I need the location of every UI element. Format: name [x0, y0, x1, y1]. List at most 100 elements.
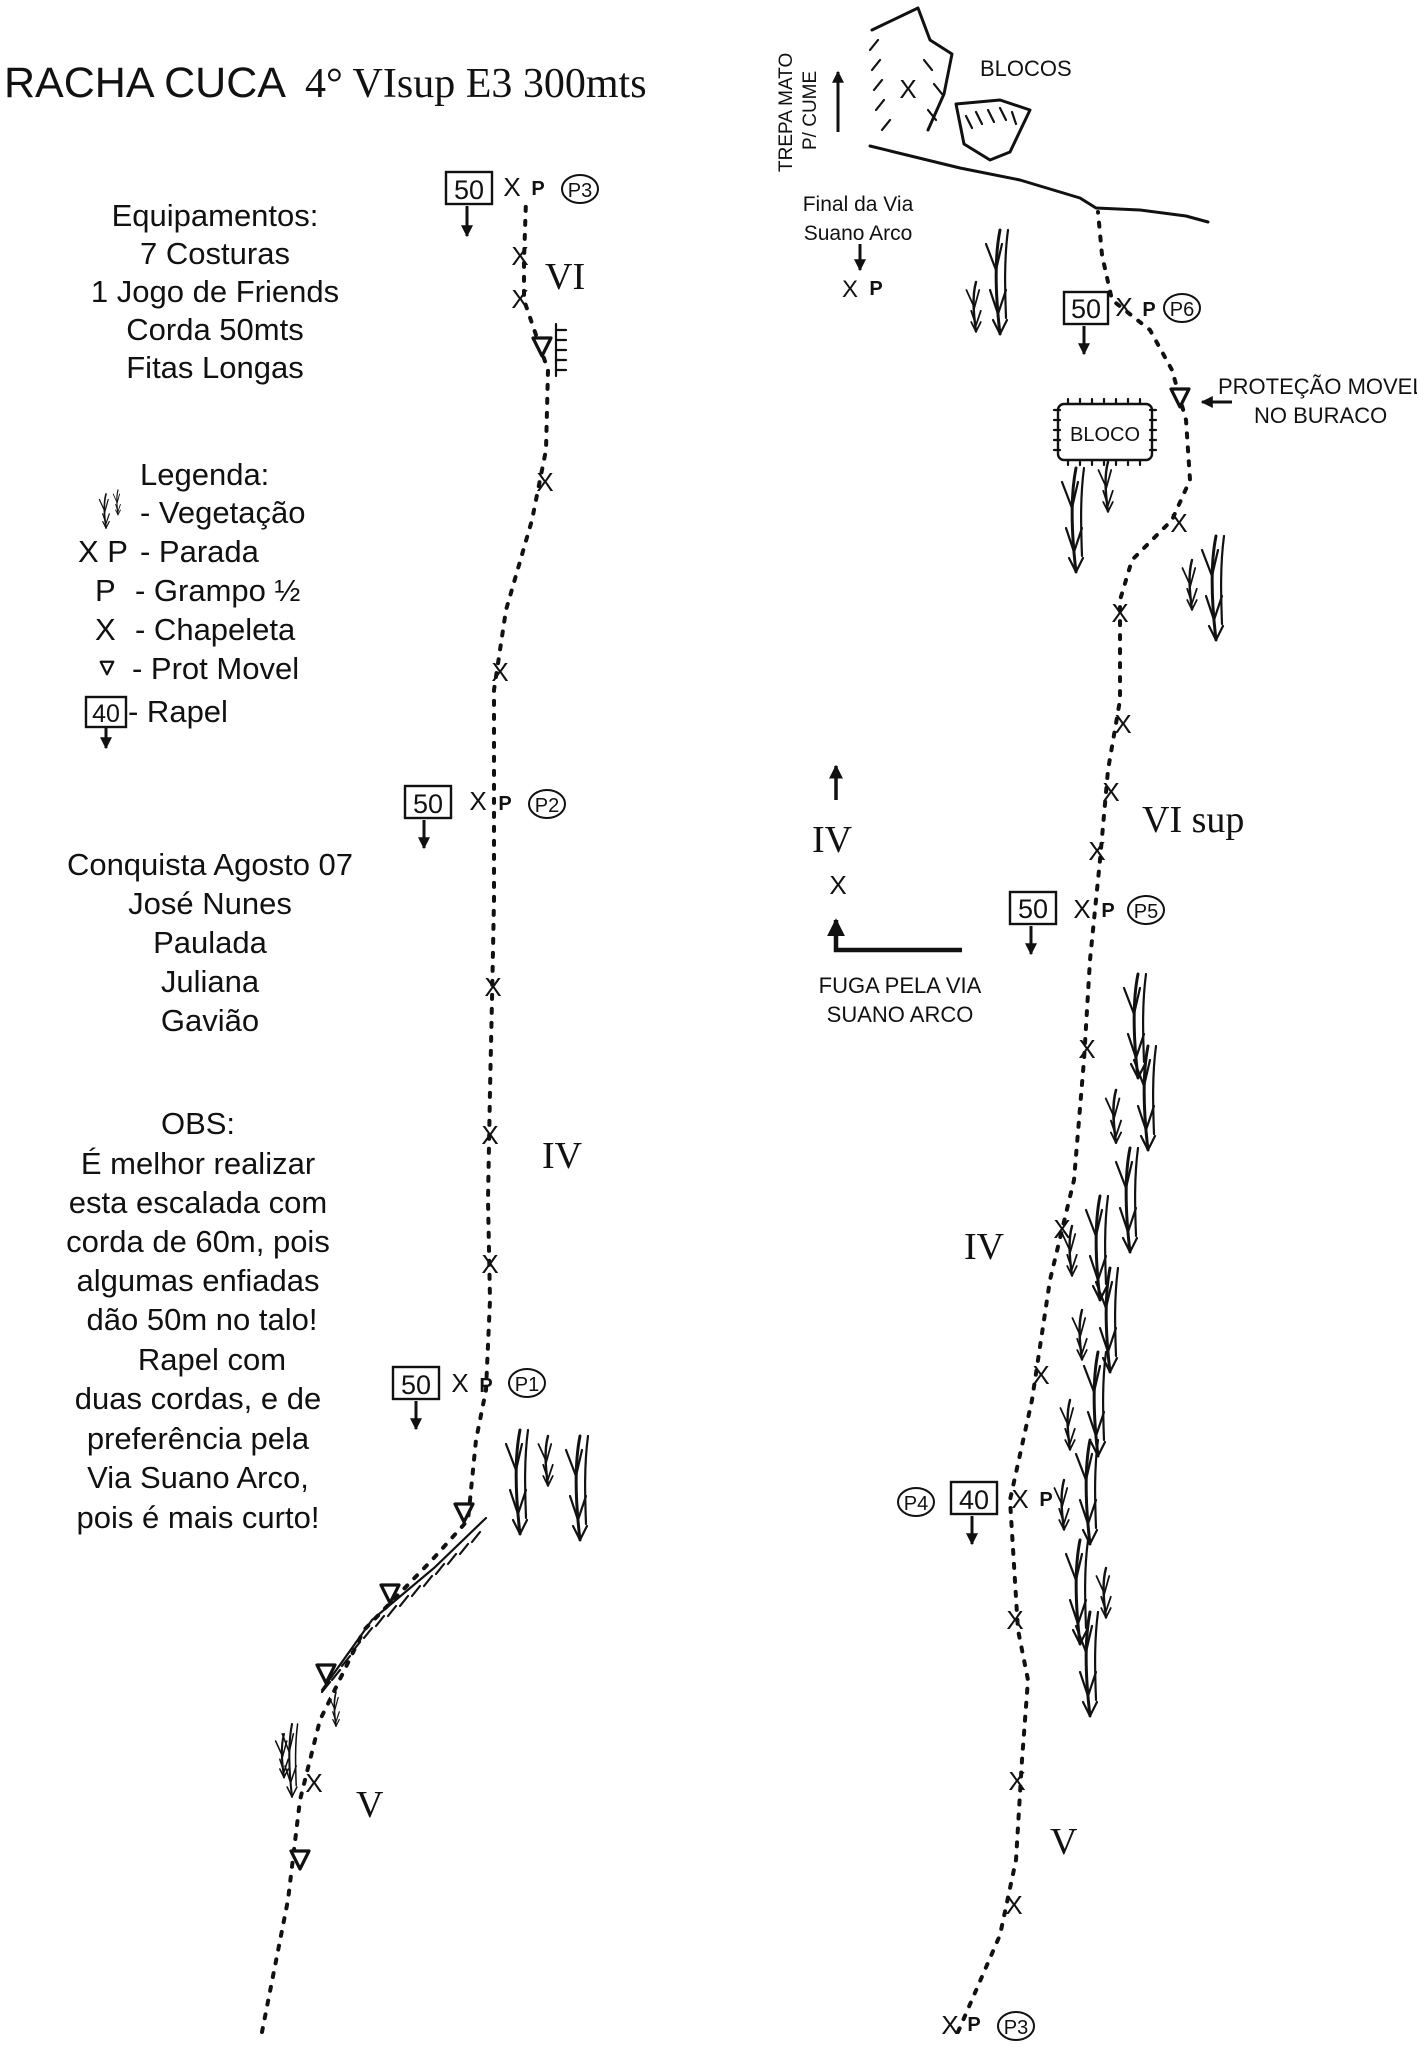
legend-trad: - Prot Movel — [132, 651, 299, 686]
escape-note-line1: FUGA PELA VIA — [819, 973, 982, 998]
hanger-bolt: X — [1115, 292, 1132, 322]
hanger-bolt: X — [1088, 836, 1105, 866]
first-ascent: Conquista Agosto 07 José Nunes Paulada J… — [67, 847, 353, 1038]
escape-route: IV X FUGA PELA VIA SUANO ARCO — [812, 764, 982, 1027]
grade-left-bottom: V — [356, 1784, 384, 1826]
hanger-bolt: X — [305, 1768, 322, 1798]
vegetation-icon — [328, 1691, 341, 1727]
hanger-bolt: X — [481, 1249, 498, 1279]
anchor-circle — [1127, 895, 1165, 925]
equipment-heading: Equipamentos: — [112, 198, 319, 233]
hanger-bolt: X — [503, 172, 520, 202]
escape-note-line2: SUANO ARCO — [827, 1002, 974, 1027]
notes-line: É melhor realizar — [81, 1146, 315, 1181]
anchor-circle — [528, 789, 566, 819]
rappel-length: 40 — [959, 1485, 989, 1515]
vegetation-icon — [1181, 558, 1199, 611]
hanger-bolt: X — [469, 786, 486, 816]
equipment-list: Equipamentos: 7 Costuras 1 Jogo de Frien… — [91, 198, 339, 385]
glue-in-bolt: P — [967, 2014, 980, 2036]
legend-bolt-symbol: P — [95, 573, 116, 608]
notes-line: corda de 60m, pois — [66, 1224, 330, 1259]
first-ascent-name: Juliana — [161, 964, 260, 999]
hanger-bolt: X — [1053, 1214, 1070, 1244]
hanger-bolt: X — [1011, 1484, 1028, 1514]
vegetation-icon — [1071, 1308, 1089, 1361]
notes-line: esta escalada com — [69, 1185, 327, 1220]
anchor-circle — [561, 174, 599, 204]
hanger-bolt: X — [1102, 777, 1119, 807]
legend-hanger: - Chapeleta — [135, 612, 296, 647]
glue-in-bolt: P — [1039, 1489, 1052, 1511]
hanger-bolt: X — [481, 1120, 498, 1150]
anchor-p3: 50 X P P3 — [444, 170, 599, 238]
first-ascent-name: José Nunes — [128, 886, 292, 921]
anchor-label: P5 — [1134, 901, 1158, 923]
vegetation-icon — [1059, 1398, 1077, 1451]
legend-hanger-symbol: X — [95, 612, 116, 647]
boulder-cluster — [868, 6, 1032, 162]
anchor-circle — [997, 2011, 1035, 2041]
grade-right-bottom: V — [1050, 1821, 1078, 1863]
anchor-p6: 50 X P P6 — [1062, 290, 1201, 356]
hanger-bolt: X — [829, 870, 846, 900]
anchor-p2: 50 X P P2 — [403, 784, 566, 850]
hanger-bolt: X — [484, 972, 501, 1002]
vegetation-icon — [537, 1434, 554, 1487]
notes-line: Via Suano Arco, — [87, 1460, 309, 1495]
vegetation-icon — [1114, 1146, 1140, 1254]
hanger-bolt: X — [1005, 1890, 1022, 1920]
boulder-block: BLOCO — [1052, 397, 1158, 467]
vegetation-icon — [965, 280, 982, 333]
hanger-bolt: X — [941, 2010, 958, 2040]
observations: OBS: É melhor realizar esta escalada com… — [66, 1106, 330, 1535]
equipment-item: 1 Jogo de Friends — [91, 274, 339, 309]
rappel-box — [949, 1480, 999, 1516]
hanger-bolt: X — [511, 284, 528, 314]
notes-heading: OBS: — [161, 1106, 235, 1141]
vegetation-icon — [1053, 1478, 1071, 1531]
equipment-item: Corda 50mts — [126, 312, 303, 347]
crack-hatching — [554, 322, 568, 378]
grade-right-top: VI sup — [1142, 799, 1244, 841]
anchor-p4: P4 40 X P — [897, 1480, 1053, 1546]
grade-left-top: VI — [545, 256, 585, 298]
vegetation-icon — [1074, 1438, 1100, 1546]
vegetation-icon — [564, 1434, 590, 1542]
legend-stop-symbol: X P — [78, 534, 128, 569]
notes-line: algumas enfiadas — [77, 1263, 320, 1298]
notes-line: pois é mais curto! — [77, 1500, 320, 1535]
rappel-box — [403, 784, 453, 820]
vegetation-icon — [984, 228, 1010, 336]
glue-in-bolt: P — [1142, 299, 1155, 321]
anchor-p5: 50 X P P5 — [1008, 890, 1165, 956]
notes-line: preferência pela — [87, 1421, 310, 1456]
hole-note-line1: PROTEÇÃO MOVEL — [1218, 374, 1417, 399]
hanger-bolt: X — [1073, 894, 1090, 924]
legend-vegetation: - Vegetação — [140, 495, 305, 530]
vegetation-icon — [1097, 460, 1115, 513]
left-route-line — [260, 198, 551, 2034]
route-title: RACHA CUCA — [4, 59, 286, 107]
grade-left-mid: IV — [542, 1135, 583, 1177]
grade-right-mid: IV — [964, 1226, 1005, 1268]
anchor-p1: 50 X P P1 — [391, 1365, 546, 1431]
glue-in-bolt: P — [531, 178, 544, 200]
summit-note-line2: P/ CUME — [800, 71, 821, 150]
summit-note-line1: TREPA MATO — [776, 53, 797, 172]
hanger-bolt: X — [511, 241, 528, 271]
anchor-circle — [897, 1487, 935, 1517]
rappel-length: 50 — [454, 175, 484, 205]
hanger-bolt: X — [451, 1368, 468, 1398]
vegetation-icon — [1104, 1088, 1123, 1144]
glue-in-bolt: P — [869, 278, 882, 300]
anchor-label: P1 — [515, 1374, 539, 1396]
route-end-line2: Suano Arco — [804, 222, 913, 245]
hanger-bolt: X — [1032, 1360, 1049, 1390]
hanger-bolt: X — [1078, 1034, 1095, 1064]
anchor-label: P3 — [1004, 2017, 1028, 2039]
right-route-line — [956, 210, 1193, 2034]
glue-in-bolt: P — [498, 793, 511, 815]
trad-protection-icon — [99, 660, 115, 676]
